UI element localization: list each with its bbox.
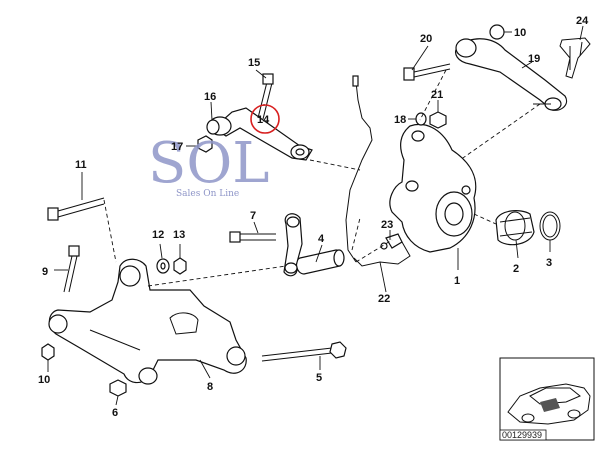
- bracket-24: [559, 37, 591, 79]
- bushing-4: [295, 249, 345, 275]
- callout-4: 4: [318, 233, 325, 245]
- circlip: [539, 211, 561, 241]
- nut-6: [109, 379, 127, 397]
- callout-14: 14: [257, 114, 270, 126]
- callout-10-bottom: 10: [38, 374, 50, 386]
- watermark-logo: SOL Sales On Line: [148, 131, 269, 199]
- highlight-ring: [250, 104, 280, 134]
- bushing-16: [206, 119, 220, 135]
- wheel-bearing: [495, 210, 535, 246]
- nut-21: [429, 111, 447, 129]
- bushing-18: [415, 112, 427, 126]
- callout-20: 20: [420, 33, 432, 45]
- callout-15: 15: [248, 57, 260, 69]
- watermark-mark: SOL: [148, 131, 269, 196]
- abs-sensor: [353, 233, 411, 267]
- callout-22: 22: [378, 293, 390, 305]
- callout-2: 2: [513, 263, 519, 275]
- bolt-7: [229, 231, 276, 243]
- callout-21: 21: [431, 89, 443, 101]
- callout-13: 13: [173, 229, 185, 241]
- callout-24: 24: [576, 15, 589, 27]
- callout-8: 8: [207, 381, 213, 393]
- callout-23: 23: [381, 219, 393, 231]
- washer-12: [156, 258, 170, 274]
- callout-10-top: 10: [514, 27, 526, 39]
- callout-labels: 1 2 3 4 5 6 7 8 9 10 10 11 12 13 14 15 1…: [38, 15, 589, 419]
- callout-6: 6: [112, 407, 118, 419]
- rear-subframe: [48, 258, 247, 385]
- leader-lines: [47, 25, 584, 406]
- callout-1: 1: [454, 275, 460, 287]
- bolt-20: [403, 63, 451, 81]
- diagram-id: 00129939: [502, 430, 542, 440]
- rear-upper-arm: [455, 38, 568, 111]
- callout-3: 3: [546, 257, 552, 269]
- callout-5: 5: [316, 372, 322, 384]
- car-outline: [507, 383, 591, 425]
- callout-7: 7: [250, 210, 256, 222]
- nut-10-bottom: [41, 343, 55, 361]
- nut-13: [173, 257, 187, 275]
- nut-10-top: [489, 24, 505, 40]
- bolt-15: [257, 73, 274, 120]
- bolt-9: [63, 245, 80, 293]
- watermark-tagline: Sales On Line: [176, 189, 239, 199]
- link-arm: [283, 213, 303, 277]
- bolt-5: [261, 341, 347, 362]
- vehicle-locator-inset: 00129939: [499, 357, 595, 441]
- callout-18: 18: [394, 114, 406, 126]
- callout-12: 12: [152, 229, 164, 241]
- callout-11: 11: [75, 159, 87, 171]
- callout-16: 16: [204, 91, 216, 103]
- callout-17: 17: [171, 141, 183, 153]
- bolt-11: [47, 197, 105, 221]
- assembly-lines: [103, 69, 541, 287]
- callout-9: 9: [42, 266, 48, 278]
- nut-17: [197, 135, 213, 153]
- sensor-cable: [345, 75, 373, 263]
- callout-19: 19: [528, 53, 540, 65]
- wheel-carrier: [389, 123, 477, 253]
